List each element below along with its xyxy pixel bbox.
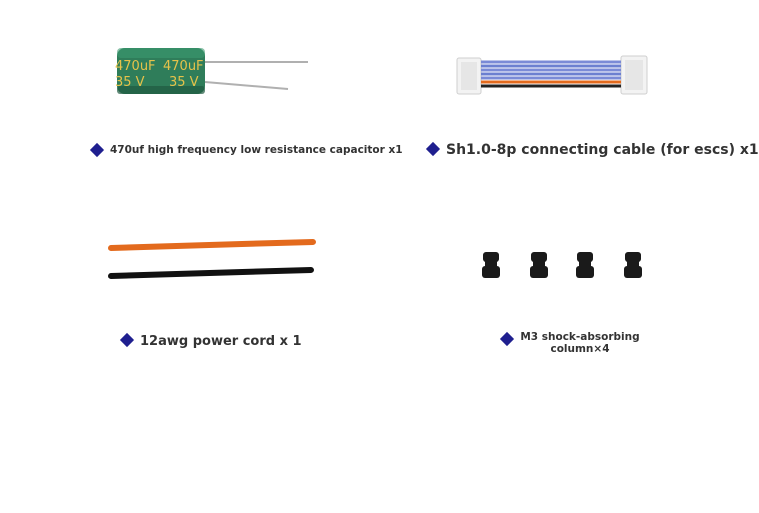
capacitor-marking-1: 470uF <box>115 59 156 74</box>
capacitor-marking-2: 35 V <box>115 75 145 90</box>
capacitor-marking-4: 35 V <box>169 75 199 90</box>
cable-label: Sh1.0-8p connecting cable (for escs) x1 <box>425 141 759 158</box>
shock-column-label-text: M3 shock-absorbing column×4 <box>520 331 640 355</box>
shock-columns-image <box>478 248 648 282</box>
capacitor-image: 470uF 35 V 470uF 35 V <box>105 40 315 110</box>
bullet-diamond-icon <box>89 142 105 158</box>
capacitor-marking-3: 470uF <box>163 59 204 74</box>
cable-label-text: Sh1.0-8p connecting cable (for escs) x1 <box>446 142 759 158</box>
shock-column-label: M3 shock-absorbing column×4 <box>499 331 640 355</box>
power-cord-label-text: 12awg power cord x 1 <box>140 334 302 349</box>
power-cord-image <box>105 232 320 282</box>
power-cord-label: 12awg power cord x 1 <box>119 332 302 349</box>
cable-image <box>455 50 655 100</box>
bullet-diamond-icon <box>425 141 441 157</box>
shock-column-3 <box>576 252 594 278</box>
bullet-diamond-icon <box>499 331 515 347</box>
bullet-diamond-icon <box>119 332 135 348</box>
shock-column-4 <box>624 252 642 278</box>
capacitor-label-text: 470uf high frequency low resistance capa… <box>110 144 403 156</box>
capacitor-label: 470uf high frequency low resistance capa… <box>89 142 403 158</box>
shock-column-2 <box>530 252 548 278</box>
shock-column-1 <box>482 252 500 278</box>
